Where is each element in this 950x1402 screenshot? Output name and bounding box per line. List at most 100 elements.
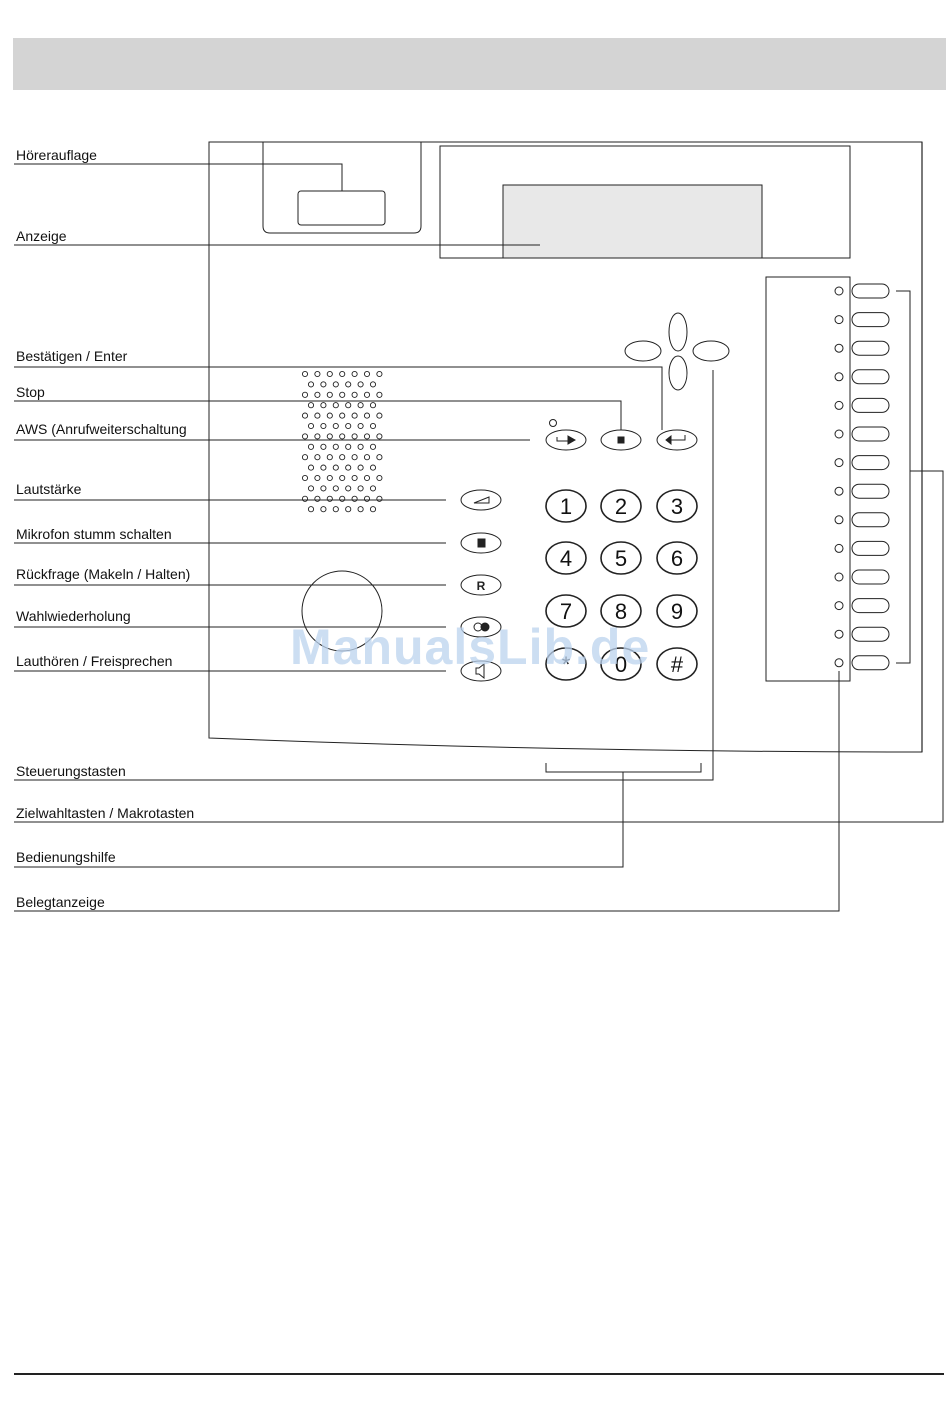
grille-hole <box>352 392 357 397</box>
grille-hole <box>315 496 320 501</box>
grille-hole <box>327 434 332 439</box>
grille-hole <box>346 444 351 449</box>
grille-hole <box>327 496 332 501</box>
speed-dial-key[interactable] <box>852 541 889 555</box>
grille-hole <box>315 392 320 397</box>
speed-dial-key[interactable] <box>852 513 889 527</box>
grille-hole <box>308 507 313 512</box>
keypad-key-label: 2 <box>615 494 627 519</box>
busy-led <box>835 401 843 409</box>
busy-led <box>835 459 843 467</box>
grille-hole <box>352 496 357 501</box>
grille-hole <box>308 486 313 491</box>
grille-hole <box>308 403 313 408</box>
speed-dial-key[interactable] <box>852 484 889 498</box>
busy-led <box>835 373 843 381</box>
grille-hole <box>333 507 338 512</box>
grille-hole <box>340 392 345 397</box>
grille-hole <box>340 434 345 439</box>
busy-led <box>835 659 843 667</box>
keypad-key[interactable]: 1 <box>546 490 586 522</box>
grille-hole <box>358 486 363 491</box>
grille-hole <box>377 413 382 418</box>
speed-dial-key[interactable] <box>852 627 889 641</box>
speed-dial-key[interactable] <box>852 599 889 613</box>
grille-hole <box>308 382 313 387</box>
grille-hole <box>321 444 326 449</box>
grille-hole <box>358 382 363 387</box>
grille-hole <box>370 465 375 470</box>
grille-hole <box>346 382 351 387</box>
grille-hole <box>358 423 363 428</box>
grille-hole <box>370 423 375 428</box>
busy-led <box>835 316 843 324</box>
grille-hole <box>333 423 338 428</box>
grille-hole <box>364 413 369 418</box>
enter-key <box>657 430 697 450</box>
grille-hole <box>321 382 326 387</box>
grille-hole <box>321 486 326 491</box>
grille-hole <box>308 423 313 428</box>
grille-hole <box>352 475 357 480</box>
speaker-grille <box>302 371 382 511</box>
grille-hole <box>364 392 369 397</box>
keypad-key[interactable]: 4 <box>546 542 586 574</box>
label-bedienungshilfe: Bedienungshilfe <box>16 849 116 865</box>
grille-hole <box>333 403 338 408</box>
label-wahlwiederholung: Wahlwiederholung <box>16 608 131 624</box>
grille-hole <box>302 496 307 501</box>
keypad-key-label: 6 <box>671 546 683 571</box>
busy-led <box>835 544 843 552</box>
keypad-key[interactable]: 5 <box>601 542 641 574</box>
grille-hole <box>333 444 338 449</box>
speed-dial-key[interactable] <box>852 656 889 670</box>
label-bestaetigen: Bestätigen / Enter <box>16 348 127 364</box>
speed-dial-keys <box>835 284 889 670</box>
grille-hole <box>327 475 332 480</box>
grille-hole <box>377 434 382 439</box>
speed-dial-key[interactable] <box>852 456 889 470</box>
grille-hole <box>346 423 351 428</box>
keypad-key-label: 3 <box>671 494 683 519</box>
speed-dial-key[interactable] <box>852 370 889 384</box>
keypad-key[interactable]: 6 <box>657 542 697 574</box>
grille-hole <box>308 444 313 449</box>
aws-led <box>550 420 557 427</box>
label-steuerungstasten: Steuerungstasten <box>16 763 126 779</box>
grille-hole <box>377 392 382 397</box>
busy-led <box>835 487 843 495</box>
footer-rule <box>14 1373 944 1375</box>
grille-hole <box>321 465 326 470</box>
speed-dial-key[interactable] <box>852 313 889 327</box>
speed-dial-panel <box>766 277 850 681</box>
speed-dial-bracket <box>896 291 910 663</box>
label-stop: Stop <box>16 384 45 400</box>
grille-hole <box>340 455 345 460</box>
grille-hole <box>327 413 332 418</box>
speed-dial-key[interactable] <box>852 570 889 584</box>
speed-dial-key[interactable] <box>852 398 889 412</box>
keypad-key[interactable]: 2 <box>601 490 641 522</box>
keypad-key[interactable]: # <box>657 648 697 680</box>
grille-hole <box>352 434 357 439</box>
busy-led <box>835 287 843 295</box>
grille-hole <box>358 403 363 408</box>
recall-key-label: R <box>477 579 486 593</box>
grille-hole <box>370 507 375 512</box>
grille-hole <box>340 475 345 480</box>
grille-hole <box>333 486 338 491</box>
hook-switch <box>298 191 385 225</box>
speed-dial-key[interactable] <box>852 284 889 298</box>
keypad-key[interactable]: 3 <box>657 490 697 522</box>
keypad-key[interactable]: 9 <box>657 595 697 627</box>
grille-hole <box>358 507 363 512</box>
speed-dial-key[interactable] <box>852 341 889 355</box>
busy-led <box>835 602 843 610</box>
grille-hole <box>346 403 351 408</box>
speed-dial-key[interactable] <box>852 427 889 441</box>
grille-hole <box>327 371 332 376</box>
aws-key <box>546 430 586 450</box>
grille-hole <box>315 434 320 439</box>
grille-hole <box>315 371 320 376</box>
grille-hole <box>352 413 357 418</box>
